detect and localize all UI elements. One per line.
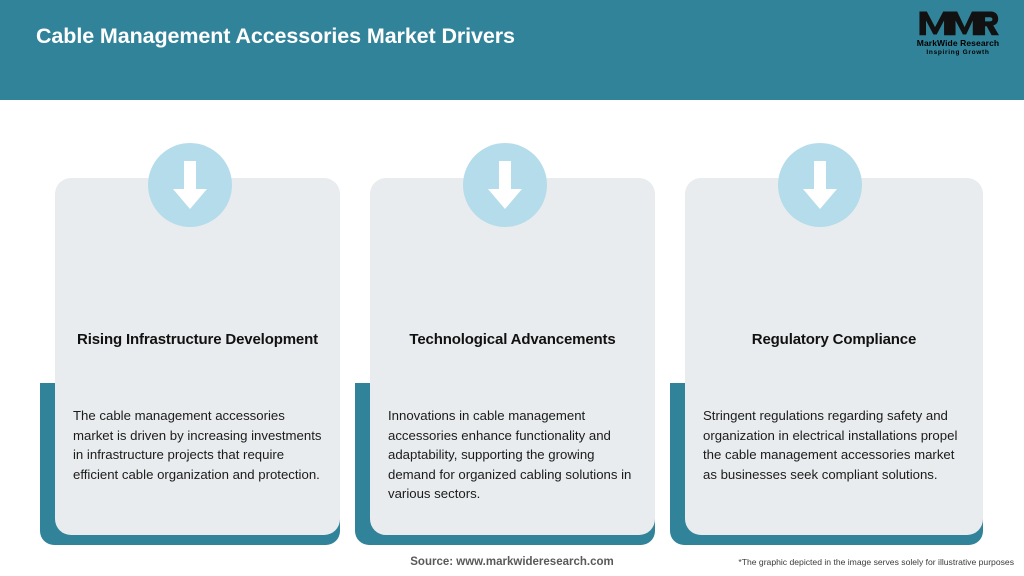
driver-card-2: Technological Advancements Innovations i… [355, 100, 655, 550]
logo-tagline: Inspiring Growth [926, 49, 990, 56]
card-panel-2: Technological Advancements Innovations i… [370, 178, 655, 535]
drivers-card-group: Rising Infrastructure Development The ca… [0, 100, 1024, 576]
card-body-2: Innovations in cable management accessor… [388, 408, 632, 501]
card-panel-3: Regulatory Compliance Stringent regulati… [685, 178, 983, 535]
logo-company-name: MarkWide Research [916, 38, 1000, 48]
card-title-2: Technological Advancements [409, 331, 616, 348]
card-panel-1: Rising Infrastructure Development The ca… [55, 178, 340, 535]
disclaimer-label: *The graphic depicted in the image serve… [738, 557, 1014, 567]
down-arrow-icon [803, 161, 837, 209]
card-title-3: Regulatory Compliance [751, 331, 917, 348]
down-arrow-icon [173, 161, 207, 209]
header-band: Cable Management Accessories Market Driv… [0, 0, 1024, 100]
brand-logo: MarkWide Research Inspiring Growth [906, 7, 1010, 63]
icon-circle-3 [778, 143, 862, 227]
down-arrow-icon [488, 161, 522, 209]
mwr-logo-icon [919, 11, 999, 36]
icon-circle-2 [463, 143, 547, 227]
page-title: Cable Management Accessories Market Driv… [36, 24, 515, 48]
card-body-3: Stringent regulations regarding safety a… [703, 408, 958, 482]
icon-circle-1 [148, 143, 232, 227]
driver-card-3: Regulatory Compliance Stringent regulati… [670, 100, 983, 550]
source-label: Source: www.markwideresearch.com [410, 556, 614, 568]
card-body-1: The cable management accessories market … [73, 408, 322, 482]
card-title-1: Rising Infrastructure Development [77, 331, 318, 348]
driver-card-1: Rising Infrastructure Development The ca… [40, 100, 340, 550]
